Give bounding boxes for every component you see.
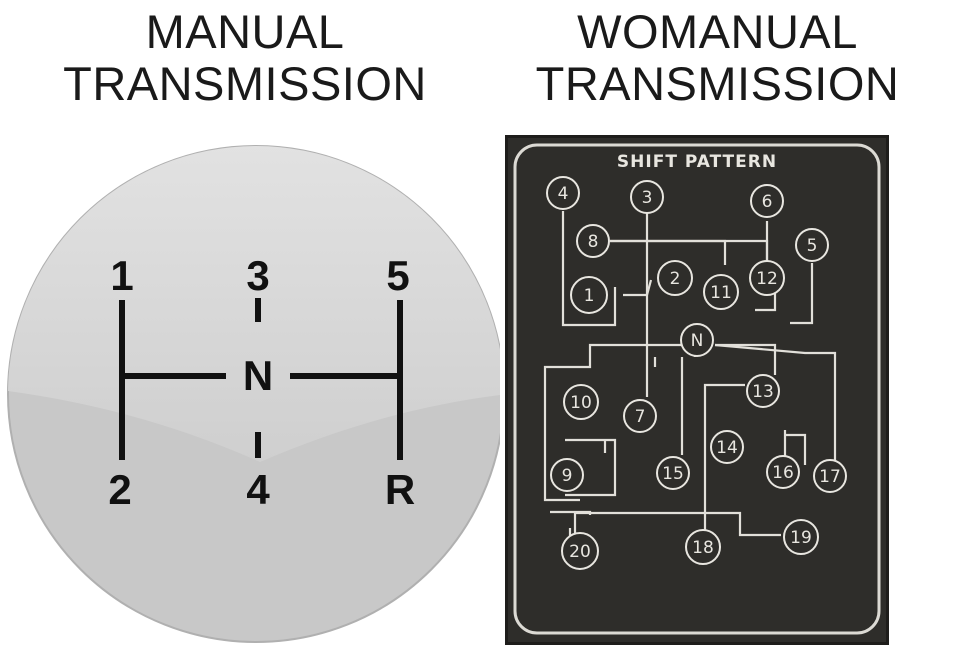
node-1-shape xyxy=(570,276,608,314)
gear-3-label: 3 xyxy=(246,252,269,299)
node-16: 16 xyxy=(772,463,794,483)
node-16-shape xyxy=(766,455,800,489)
node-7-shape xyxy=(623,399,657,433)
node-6: 6 xyxy=(762,192,773,212)
node-5-shape xyxy=(795,228,829,262)
node-N-shape xyxy=(680,323,714,357)
gear-5-label: 5 xyxy=(386,252,409,299)
node-9: 9 xyxy=(562,466,573,486)
node-10-shape xyxy=(563,384,599,420)
node-19-shape xyxy=(783,519,819,555)
gear-knob: 1 3 5 N 2 4 R xyxy=(7,145,500,643)
node-5: 5 xyxy=(807,236,818,256)
node-11-shape xyxy=(703,274,739,310)
node-8-shape xyxy=(576,224,610,258)
node-3: 3 xyxy=(642,188,653,208)
node-4: 4 xyxy=(558,184,569,204)
node-8: 8 xyxy=(588,232,599,252)
node-2: 2 xyxy=(670,269,681,289)
node-20: 20 xyxy=(569,542,591,562)
womanual-transmission-title: WOMANUAL TRANSMISSION xyxy=(480,6,955,110)
node-17-shape xyxy=(813,459,847,493)
shift-pattern xyxy=(119,298,403,460)
node-6-shape xyxy=(750,184,784,218)
shift-pattern-board: SHIFT PATTERN xyxy=(505,135,889,645)
board-title: SHIFT PATTERN xyxy=(617,152,777,172)
node-13: 13 xyxy=(752,382,774,402)
node-4-shape xyxy=(546,176,580,210)
node-19: 19 xyxy=(790,528,812,548)
gear-nodes xyxy=(546,176,847,570)
board-border xyxy=(513,143,881,635)
node-15: 15 xyxy=(662,464,684,484)
gear-1-label: 1 xyxy=(110,252,133,299)
node-13-shape xyxy=(746,374,780,408)
board-surface xyxy=(508,138,886,642)
node-2-shape xyxy=(657,260,693,296)
node-20-shape xyxy=(561,532,599,570)
manual-transmission-title: MANUAL TRANSMISSION xyxy=(10,6,480,110)
node-12: 12 xyxy=(756,269,778,289)
node-N: N xyxy=(691,331,704,351)
node-9-shape xyxy=(550,458,584,492)
reverse-label: R xyxy=(385,466,415,513)
node-10: 10 xyxy=(570,393,592,413)
node-12-shape xyxy=(749,260,785,296)
gear-2-label: 2 xyxy=(108,466,131,513)
node-18: 18 xyxy=(692,538,714,558)
node-14: 14 xyxy=(716,438,738,458)
title-line-1: MANUAL xyxy=(145,5,345,58)
title-line-2: TRANSMISSION xyxy=(63,57,427,110)
neutral-label: N xyxy=(243,352,273,399)
node-7: 7 xyxy=(635,407,646,427)
gear-4-label: 4 xyxy=(246,466,270,513)
node-17: 17 xyxy=(819,467,841,487)
node-15-shape xyxy=(656,456,690,490)
title-line-2: TRANSMISSION xyxy=(535,57,900,110)
node-14-shape xyxy=(710,430,744,464)
title-line-1: WOMANUAL xyxy=(577,5,858,58)
node-1: 1 xyxy=(584,286,595,306)
node-3-shape xyxy=(630,180,664,214)
node-11: 11 xyxy=(710,283,732,303)
node-18-shape xyxy=(685,529,721,565)
